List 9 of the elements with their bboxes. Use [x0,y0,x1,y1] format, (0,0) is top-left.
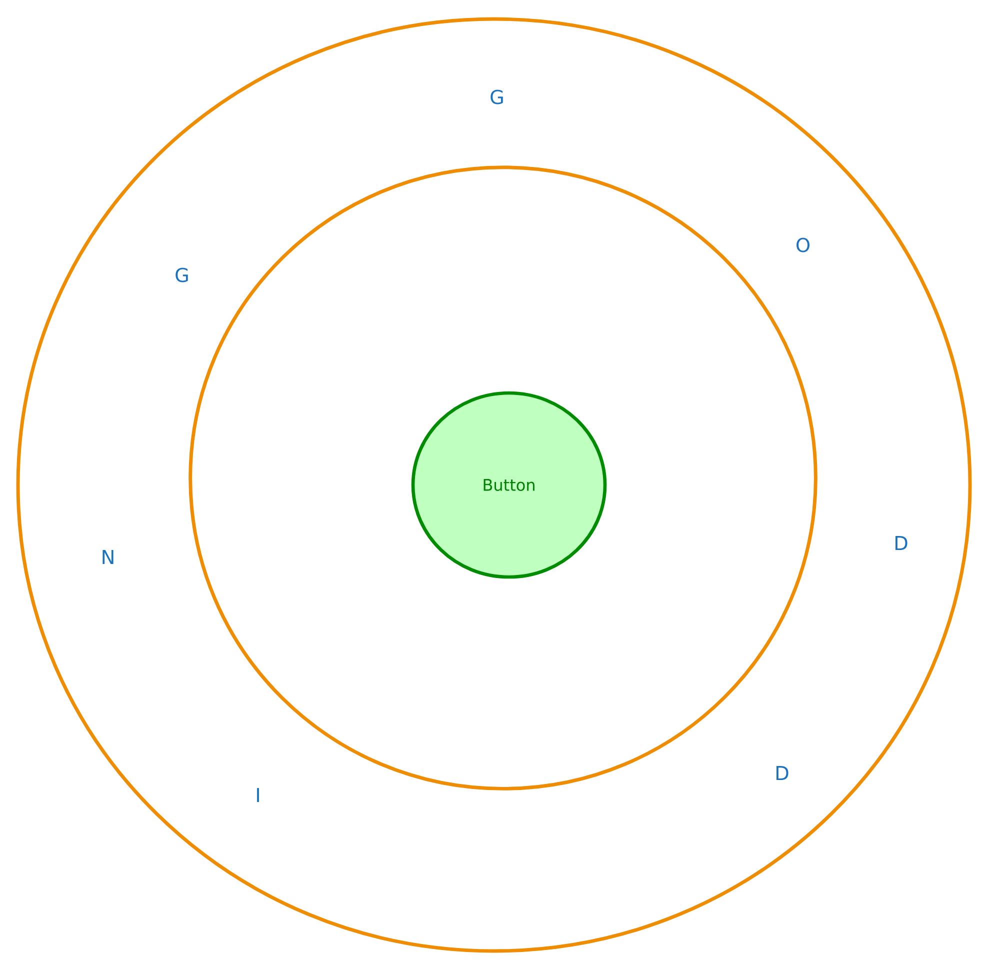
ring-letter: G [490,90,503,104]
ring [188,166,818,790]
ring-letter: O [796,238,810,252]
ring-letter: D [776,766,788,780]
ring-letter: N [102,550,114,564]
ring-letter: D [896,536,908,550]
ring-letter: G [176,268,188,282]
ring-letter: I [257,788,259,802]
ring [16,17,972,953]
